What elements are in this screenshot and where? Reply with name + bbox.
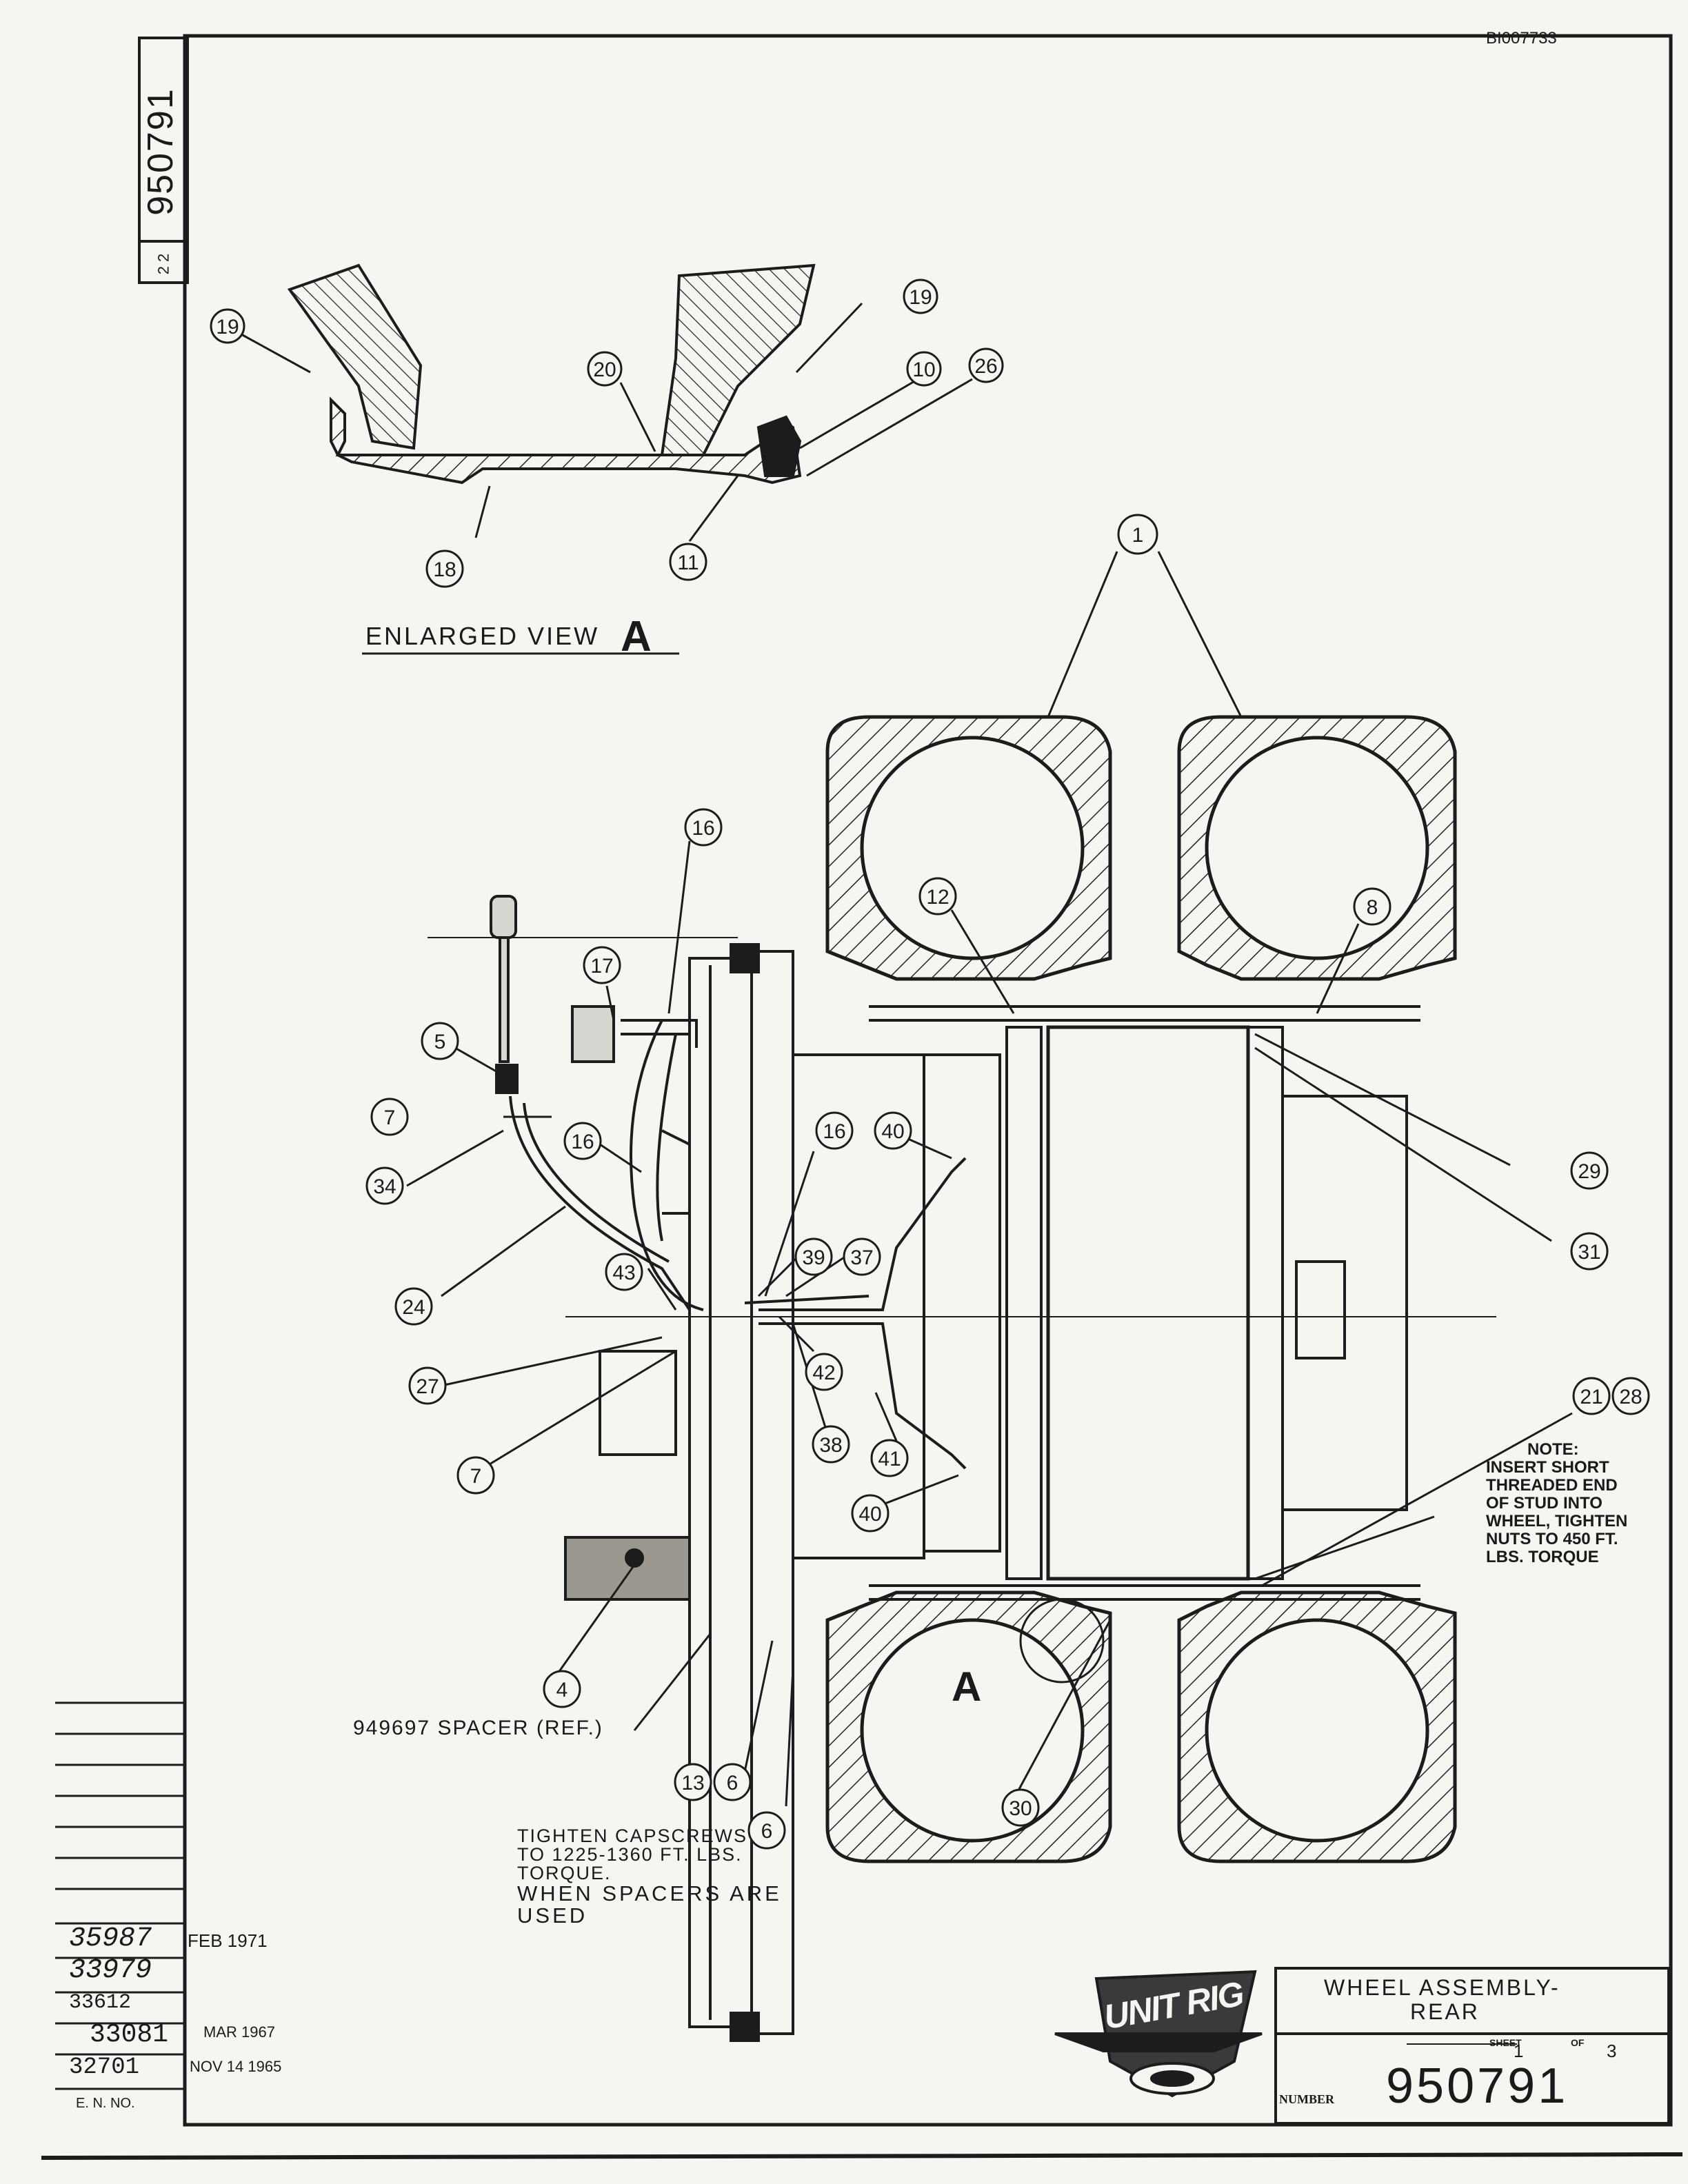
tires [825,715,1457,1863]
sheet-label: SHEET [1489,2037,1522,2048]
document-id: BI007733 [1486,29,1557,48]
of-label: OF [1571,2037,1585,2048]
svg-text:11: 11 [677,552,699,574]
stud-note: NOTE: INSERT SHORT THREADED END OF STUD … [1486,1441,1627,1566]
enlarged-view-label: ENLARGED VIEW [365,622,600,650]
tighten-note-line: WHEN SPACERS ARE [517,1881,782,1905]
svg-text:1: 1 [1132,524,1144,547]
side-number-box [138,37,189,284]
svg-text:7: 7 [384,1106,396,1129]
svg-text:19: 19 [909,286,932,309]
svg-text:12: 12 [926,886,949,909]
svg-text:6: 6 [761,1820,773,1843]
sheet-number: 1 [1514,2041,1524,2061]
svg-text:41: 41 [878,1448,901,1470]
spacer-label: 949697 SPACER (REF.) [353,1717,603,1739]
svg-text:19: 19 [216,316,239,338]
section-view-letter: A [952,1664,982,1710]
svg-text:42: 42 [812,1362,835,1384]
svg-text:40: 40 [881,1120,904,1143]
svg-text:26: 26 [974,355,997,378]
svg-text:31: 31 [1578,1241,1600,1264]
main-leaders [406,551,1573,1807]
svg-text:5: 5 [434,1031,446,1053]
drawing-number: 950791 [1386,2059,1569,2114]
callout-bubbles [210,279,1650,1850]
svg-text:29: 29 [1578,1160,1600,1183]
enlarged-view-leaders [241,302,973,542]
svg-text:7: 7 [470,1465,482,1488]
drawing-title-line1: WHEEL ASSEMBLY- [1324,1975,1560,2000]
tighten-note: TIGHTEN CAPSCREWS TO 1225-1360 FT. LBS. … [517,1827,782,1927]
svg-text:38: 38 [819,1434,842,1457]
svg-text:8: 8 [1367,896,1378,919]
svg-text:43: 43 [612,1262,635,1284]
revision-en: 35987 [69,1923,152,1954]
tighten-note-line: USED [517,1903,588,1928]
number-label: NUMBER [1279,2092,1334,2106]
valve-assembly [490,895,967,1601]
drawing-title-line2: REAR [1410,1999,1480,2024]
en-no-label: E. N. NO. [76,2096,135,2111]
svg-text:6: 6 [727,1772,738,1794]
svg-text:16: 16 [571,1131,594,1153]
revision-en: 33612 [69,1991,132,2014]
revision-en: 33081 [90,2020,169,2050]
side-fraction: 2 2 [154,253,172,275]
revision-date: MAR 1967 [203,2023,275,2041]
revision-date: NOV 14 1965 [190,2058,282,2075]
enlarged-view-letter: A [621,613,652,660]
revision-block [55,1701,185,2090]
title-block [1274,1967,1670,2125]
stud-note-line: OF STUD INTO [1486,1494,1602,1513]
stud-note-line: NOTE: [1527,1440,1579,1459]
stud-note-line: WHEEL, TIGHTEN [1486,1512,1628,1530]
revision-en: 32701 [69,2054,140,2081]
svg-text:17: 17 [590,955,613,978]
stud-note-line: NUTS TO 450 FT. [1486,1530,1618,1548]
svg-text:13: 13 [681,1772,704,1794]
svg-text:10: 10 [912,358,935,381]
side-number: 950791 [140,88,181,216]
svg-text:16: 16 [823,1120,845,1143]
sheet-border [41,34,1683,2160]
sheet-total: 3 [1607,2041,1617,2061]
svg-text:40: 40 [858,1503,881,1526]
svg-text:18: 18 [433,558,456,581]
enlarged-rim-section [287,263,816,485]
svg-text:21: 21 [1580,1386,1602,1408]
hub-assembly [688,943,1420,2042]
svg-text:28: 28 [1619,1386,1642,1408]
tighten-note-line: TIGHTEN CAPSCREWS [517,1826,748,1846]
stud-note-line: LBS. TORQUE [1486,1548,1599,1566]
svg-text:34: 34 [373,1175,396,1198]
tighten-note-line: TORQUE. [517,1863,612,1883]
detail-circle-a [1019,1598,1105,1684]
svg-text:20: 20 [593,358,616,381]
svg-text:27: 27 [416,1375,439,1398]
unit-rig-logo [1054,1970,1263,2098]
revision-en: 33979 [69,1955,152,1986]
svg-text:30: 30 [1009,1797,1032,1820]
svg-text:24: 24 [402,1296,425,1319]
svg-text:4: 4 [556,1679,568,1701]
svg-text:37: 37 [850,1246,873,1269]
stud-note-line: THREADED END [1486,1476,1618,1495]
svg-text:16: 16 [692,817,714,840]
stud-note-line: INSERT SHORT [1486,1458,1609,1477]
tighten-note-line: TO 1225-1360 FT. LBS. [517,1844,743,1865]
revision-date: FEB 1971 [188,1930,268,1951]
svg-text:39: 39 [802,1246,825,1269]
